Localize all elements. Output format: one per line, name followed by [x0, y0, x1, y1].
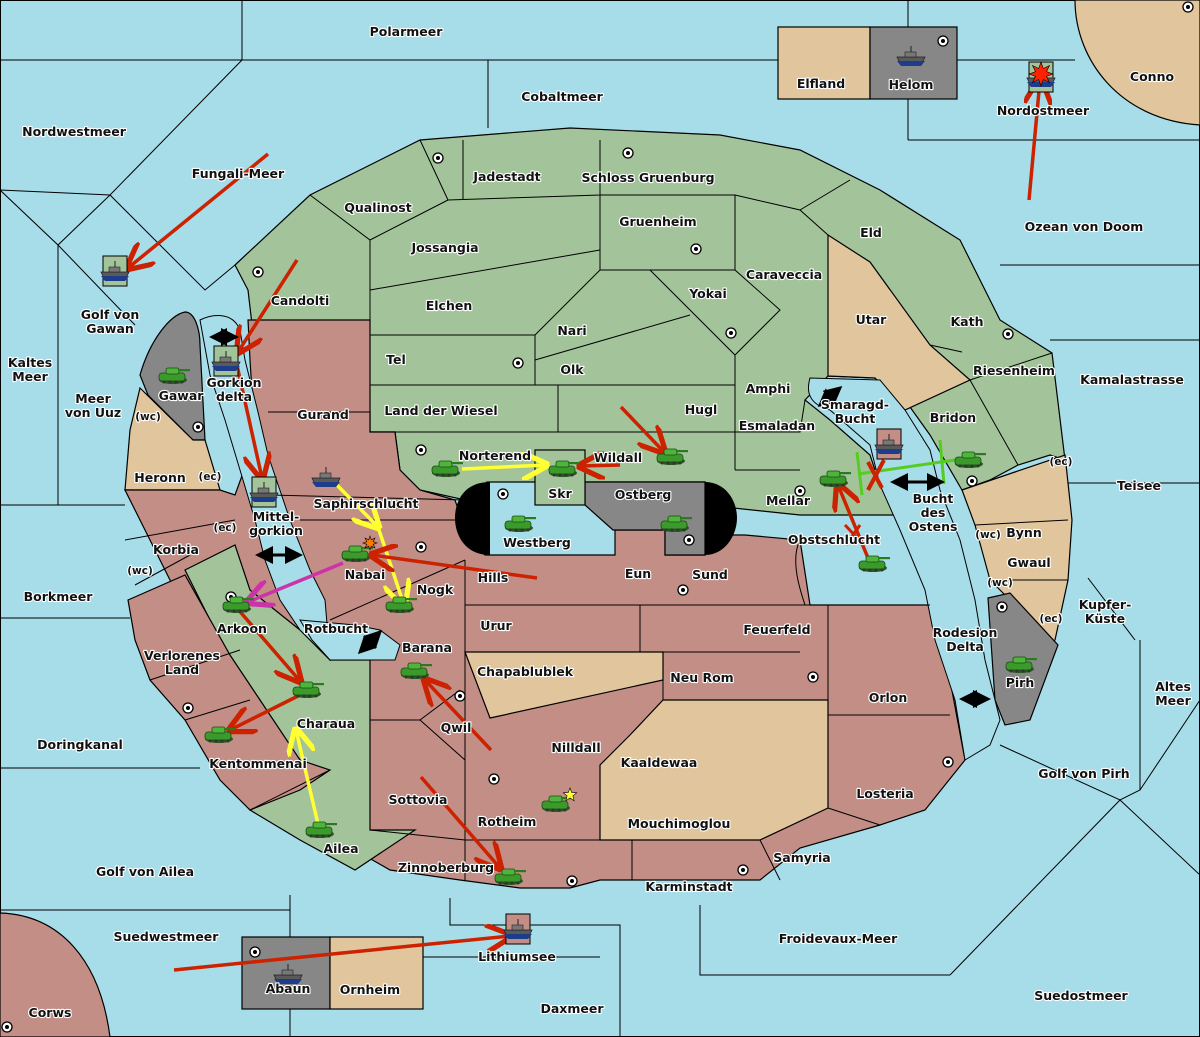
- impassable-east: [705, 482, 737, 555]
- supply-center-icon: [432, 152, 444, 164]
- tank-icon[interactable]: [541, 787, 578, 813]
- supply-center-icon: [415, 444, 427, 456]
- territory-conno[interactable]: [1074, 0, 1200, 126]
- supply-center-icon: [497, 488, 509, 500]
- order-move-arrow: [238, 259, 299, 352]
- territory-elfland[interactable]: [777, 26, 871, 100]
- order-move-arrow: [619, 405, 664, 452]
- supply-center-icon: [1002, 328, 1014, 340]
- supply-center-icon: [677, 584, 689, 596]
- ship-icon[interactable]: [1026, 61, 1056, 93]
- order-move-arrow: [425, 680, 493, 752]
- order-support-arrow: [296, 730, 320, 825]
- tank-icon[interactable]: [341, 535, 378, 563]
- supply-center-icon: [942, 756, 954, 768]
- order-move-arrow: [580, 465, 621, 466]
- supply-center-icon: [622, 147, 634, 159]
- supply-center-icon: [488, 773, 500, 785]
- order-retreat-arrow: [248, 561, 344, 602]
- order-failed-x-icon: [843, 523, 864, 546]
- order-move-arrow: [838, 485, 870, 559]
- supply-center-icon: [415, 541, 427, 553]
- supply-center-icon: [807, 671, 819, 683]
- order-move-arrow: [372, 555, 538, 580]
- supply-center-icon: [512, 357, 524, 369]
- order-move-arrow: [232, 351, 262, 478]
- supply-center-icon: [725, 327, 737, 339]
- supply-center-icon: [454, 690, 466, 702]
- orders: [128, 80, 1040, 972]
- supply-center-icon: [737, 864, 749, 876]
- order-failed-x-icon: [866, 459, 886, 491]
- supply-center-icon: [182, 702, 194, 714]
- star-icon: [562, 787, 578, 802]
- territory-utar[interactable]: [827, 233, 972, 411]
- land-borders: [124, 139, 1069, 881]
- supply-center-icon: [690, 243, 702, 255]
- territory-corws[interactable]: [0, 912, 111, 1037]
- ship-icon[interactable]: [100, 255, 130, 287]
- ship-icon[interactable]: [211, 345, 241, 377]
- ship-icon[interactable]: [249, 476, 279, 508]
- adjacency-arrows: [209, 328, 991, 708]
- order-move-arrow: [1029, 80, 1040, 201]
- order-support-arrow: [334, 482, 378, 527]
- explosion-icon: [1028, 61, 1054, 87]
- ship-icon[interactable]: [503, 913, 533, 945]
- supply-center-icon: [252, 266, 264, 278]
- sea-smaragd-ostens[interactable]: [807, 377, 1001, 761]
- supply-center-icon: [1182, 1, 1194, 13]
- order-move-arrow: [128, 152, 270, 268]
- order-move-arrow: [230, 692, 303, 730]
- order-move-arrow: [419, 775, 500, 868]
- supply-center-icon: [683, 534, 695, 546]
- order-hold-bar: [855, 451, 864, 496]
- order-move-arrow: [173, 936, 510, 972]
- explosion-icon: [362, 535, 378, 551]
- order-move-arrow: [234, 605, 300, 681]
- supply-center-icon: [192, 421, 204, 433]
- supply-center-icon: [1, 1021, 13, 1033]
- order-support-arrow: [461, 465, 546, 469]
- supply-center-icon: [566, 875, 578, 887]
- supply-center-icon: [966, 475, 978, 487]
- supply-center-icon: [937, 35, 949, 47]
- supply-center-icon: [794, 485, 806, 497]
- units: [100, 45, 1056, 985]
- territory-skr[interactable]: [534, 449, 586, 506]
- supply-center-icon: [249, 946, 261, 958]
- ship-icon[interactable]: [874, 428, 904, 460]
- supply-center-icon: [996, 601, 1008, 613]
